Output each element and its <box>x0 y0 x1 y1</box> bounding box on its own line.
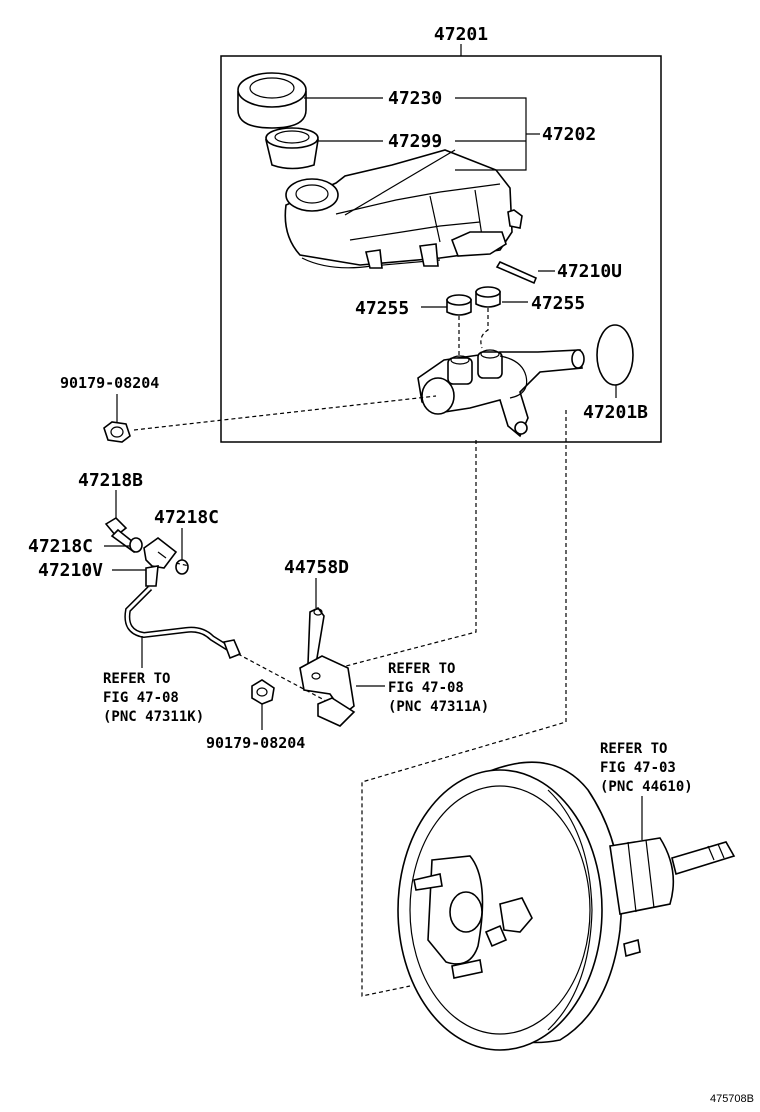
label-47255-left: 47255 <box>355 298 409 319</box>
label-47299: 47299 <box>388 131 442 152</box>
union-dash <box>175 562 190 567</box>
grommet-right-dash <box>480 308 489 349</box>
label-47218c-left: 47218C <box>28 536 93 557</box>
oring-part <box>596 324 634 386</box>
pin-part <box>495 260 538 285</box>
ref-booster-line3: (PNC 44610) <box>600 779 693 795</box>
label-47201: 47201 <box>434 24 488 45</box>
brake-booster-part <box>397 761 736 1051</box>
ref-left-line2: FIG 47-08 <box>103 690 179 706</box>
ref-middle-line3: (PNC 47311A) <box>388 699 489 715</box>
ref-left-line1: REFER TO <box>103 671 170 687</box>
bracket-part <box>299 606 356 727</box>
label-47255-right: 47255 <box>531 293 585 314</box>
gasket-right-part <box>175 559 189 575</box>
assembly-dash-left <box>345 440 477 667</box>
figure-id: 475708B <box>710 1093 754 1105</box>
reservoir-part <box>284 149 523 269</box>
reservoir-cap-part <box>237 72 307 129</box>
label-47230: 47230 <box>388 88 442 109</box>
tube-dash <box>237 653 329 703</box>
ref-middle-line2: FIG 47-08 <box>388 680 464 696</box>
ref-middle-line1: REFER TO <box>388 661 455 677</box>
label-47218b: 47218B <box>78 470 143 491</box>
gasket-left-part <box>129 537 143 553</box>
label-90179-top: 90179-08204 <box>60 374 159 392</box>
label-47202: 47202 <box>542 124 596 145</box>
brake-tube-core <box>125 586 229 650</box>
strainer-part <box>264 127 319 170</box>
label-47201b: 47201B <box>583 402 648 423</box>
ref-left-line3: (PNC 47311K) <box>103 709 204 725</box>
ref-booster-line2: FIG 47-03 <box>600 760 676 776</box>
ref-booster-line1: REFER TO <box>600 741 667 757</box>
master-cylinder-part <box>417 349 585 438</box>
union-part <box>143 537 178 587</box>
grommet-right-part <box>475 286 501 308</box>
label-47218c-right: 47218C <box>154 507 219 528</box>
nut-bottom-part <box>251 679 275 705</box>
tube-fitting-part <box>222 639 242 660</box>
label-90179-bottom: 90179-08204 <box>206 734 305 752</box>
grommet-left-part <box>446 294 472 316</box>
reservoir-leader <box>344 149 456 216</box>
nut-top-dash <box>133 395 437 431</box>
nut-top-part <box>103 421 131 443</box>
label-47210u: 47210U <box>557 261 622 282</box>
label-44758d: 44758D <box>284 557 349 578</box>
label-47210v: 47210V <box>38 560 103 581</box>
assembly-box <box>220 55 662 443</box>
